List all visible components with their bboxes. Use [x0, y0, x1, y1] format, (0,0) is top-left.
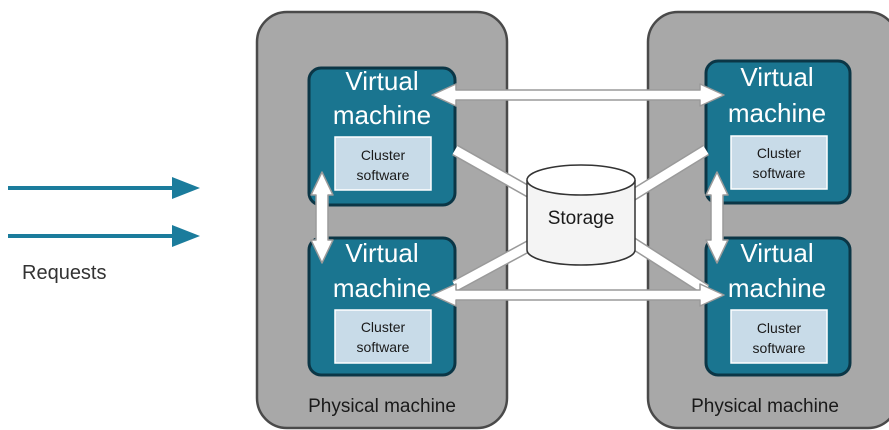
cs-right-bottom-line2: software	[753, 340, 806, 356]
vm-sync-arrow-top	[431, 83, 725, 107]
connection-right-top-to-storage	[625, 146, 709, 202]
cs-left-bottom-line2: software	[357, 339, 410, 355]
cs-right-top-line1: Cluster	[757, 145, 802, 161]
storage-cylinder: Storage	[526, 164, 636, 266]
vm-right-bottom-title-line2: machine	[728, 273, 826, 303]
vm-left-top-title-line2: machine	[333, 100, 431, 130]
cs-right-top-line2: software	[753, 165, 806, 181]
cluster-software-left-bottom: Cluster software	[334, 309, 432, 364]
virtual-machine-left-bottom: Virtual machine Cluster software	[307, 236, 457, 377]
connection-right-bottom-to-storage	[625, 236, 709, 294]
requests-arrows: Requests	[8, 177, 200, 284]
physical-machine-right-label: Physical machine	[691, 396, 839, 417]
virtual-machine-right-top: Virtual machine Cluster software	[704, 59, 852, 205]
vm-right-top-title-line2: machine	[728, 98, 826, 128]
connection-left-bottom-to-storage	[452, 236, 543, 290]
cs-right-bottom-line1: Cluster	[757, 320, 802, 336]
vm-left-bottom-title-line2: machine	[333, 273, 431, 303]
cs-left-top-line2: software	[357, 167, 410, 183]
request-arrow-1	[8, 177, 200, 199]
request-arrow-2	[8, 225, 200, 247]
virtual-machine-right-bottom: Virtual machine Cluster software	[704, 236, 852, 377]
vm-right-top-title-line1: Virtual	[740, 62, 813, 92]
vm-heartbeat-arrow-left	[310, 171, 334, 264]
physical-machine-left-label: Physical machine	[308, 396, 456, 417]
cs-left-top-line1: Cluster	[361, 147, 406, 163]
vm-heartbeat-arrow-right	[705, 171, 729, 264]
vm-right-bottom-title-line1: Virtual	[740, 238, 813, 268]
requests-label: Requests	[22, 262, 107, 284]
connection-left-top-to-storage	[452, 146, 543, 202]
storage-connections	[452, 144, 710, 296]
vm-left-top-title-line1: Virtual	[345, 66, 418, 96]
vm-sync-arrow-bottom	[431, 283, 725, 307]
storage-label: Storage	[548, 208, 615, 229]
cluster-software-right-top: Cluster software	[730, 135, 828, 190]
cluster-software-right-bottom: Cluster software	[730, 309, 828, 364]
virtual-machine-left-top: Virtual machine Cluster software	[307, 66, 457, 207]
cluster-software-left-top: Cluster software	[334, 136, 432, 191]
vm-left-bottom-title-line1: Virtual	[345, 238, 418, 268]
cs-left-bottom-line1: Cluster	[361, 319, 406, 335]
